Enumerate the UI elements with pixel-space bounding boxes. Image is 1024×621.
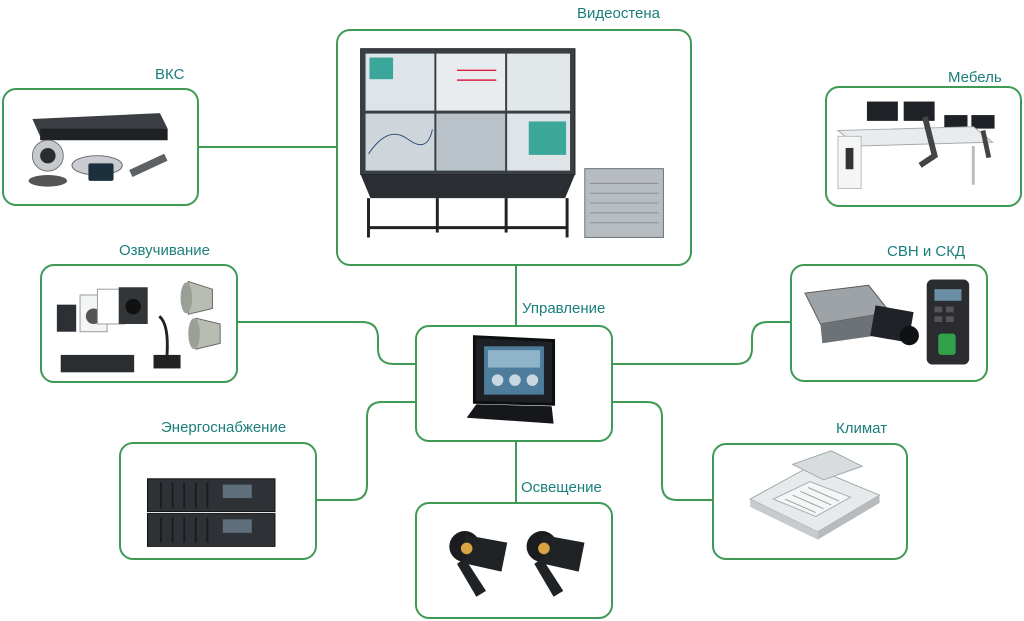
sound-illustration xyxy=(56,280,221,373)
label-sound: Озвучивание xyxy=(119,242,211,259)
connector-control-climate xyxy=(613,401,712,501)
power-illustration xyxy=(146,478,276,547)
label-lighting: Освещение xyxy=(521,479,602,496)
connector-power-control xyxy=(317,401,415,501)
control-panel-illustration xyxy=(466,335,556,424)
node-power xyxy=(119,442,317,560)
video-wall-illustration xyxy=(360,48,664,238)
lighting-illustration xyxy=(449,531,585,597)
label-furniture: Мебель xyxy=(948,69,1002,86)
node-vks xyxy=(2,88,199,206)
label-cctv: СВН и СКД xyxy=(887,243,966,260)
climate-illustration xyxy=(749,450,881,540)
node-video-wall xyxy=(336,29,692,266)
node-sound xyxy=(40,264,238,383)
label-power: Энергоснабжение xyxy=(161,419,287,436)
connector-sound-control xyxy=(238,321,415,365)
label-video-wall: Видеостена xyxy=(577,5,660,22)
node-control xyxy=(415,325,613,442)
node-furniture xyxy=(825,86,1022,207)
cctv-illustration xyxy=(804,279,970,365)
node-cctv xyxy=(790,264,988,382)
node-climate xyxy=(712,443,908,560)
vks-illustration xyxy=(28,113,168,187)
furniture-illustration xyxy=(836,101,995,190)
label-vks: ВКС xyxy=(155,66,185,83)
connector-control-cctv xyxy=(613,321,790,365)
node-lighting xyxy=(415,502,613,619)
label-climate: Климат xyxy=(836,420,888,437)
label-control: Управление xyxy=(522,300,606,317)
